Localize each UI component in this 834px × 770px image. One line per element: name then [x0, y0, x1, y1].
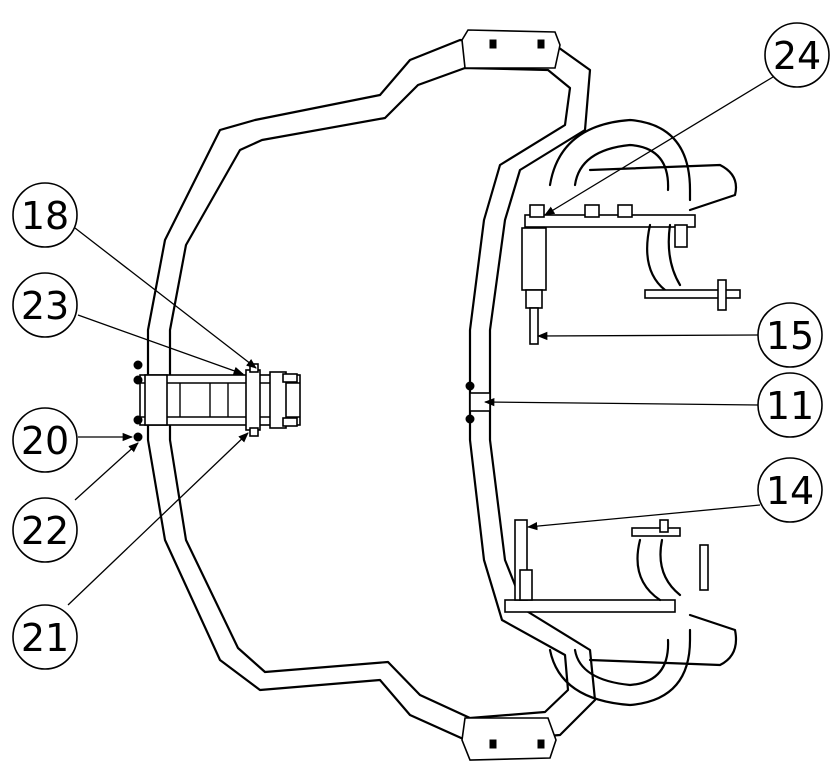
callout-20-label: 20: [21, 419, 69, 463]
actuator-rod: [529, 307, 539, 345]
hinge-bolt-top: [249, 363, 259, 373]
leader-15: [536, 331, 759, 341]
callout-15-circle: [757, 302, 823, 368]
leader-21: [67, 432, 249, 606]
callout-21: 21: [12, 604, 78, 670]
weld-dot-3: [133, 415, 143, 425]
callout-14-label: 14: [766, 469, 814, 513]
upper-foot-pin: [717, 279, 727, 311]
top-clamp-block: [461, 29, 561, 69]
weld-dot-2: [133, 375, 143, 385]
upper-bolt-head-2: [584, 204, 600, 218]
callout-14-circle: [757, 457, 823, 523]
callout-15-label: 15: [766, 314, 814, 358]
weld-dot-1: [133, 360, 143, 370]
callout-14: 14: [757, 457, 823, 523]
top-clamp-slot-left: [489, 39, 497, 49]
bottom-clamp-block: [461, 717, 557, 761]
hinge-bolt-bottom: [249, 427, 259, 437]
bottom-clamp-slot-right: [537, 739, 545, 749]
hinge-nut-top: [282, 373, 298, 383]
callout-21-label: 21: [21, 616, 69, 660]
lower-foot-bar: [631, 527, 681, 537]
left-frame-tube-inner: [168, 66, 572, 720]
callout-20: 20: [12, 407, 78, 473]
top-clamp-slot-right: [537, 39, 545, 49]
callout-21-circle: [12, 604, 78, 670]
callout-18-circle: [12, 182, 78, 248]
lower-foot-pin-top: [659, 519, 669, 533]
callout-24-circle: [764, 22, 830, 88]
callout-23: 23: [12, 272, 78, 338]
center-weld-dot-bottom: [465, 414, 475, 424]
callout-11: 11: [757, 372, 823, 438]
lower-bracket-block: [519, 569, 533, 601]
leader-11: [483, 397, 759, 407]
callout-23-label: 23: [21, 284, 69, 328]
center-weld-dot-top: [465, 381, 475, 391]
upper-bolt-head-1: [529, 204, 545, 218]
upper-bolt-head-3: [617, 204, 633, 218]
callout-20-circle: [12, 407, 78, 473]
hinge-nut-bottom: [282, 417, 298, 427]
actuator-collar: [525, 289, 543, 309]
frame-drawing: [133, 29, 741, 761]
weld-dot-4: [133, 432, 143, 442]
callout-22-label: 22: [21, 509, 69, 553]
lower-side-pin: [699, 544, 709, 591]
actuator-cylinder: [521, 227, 547, 291]
upper-mount-plate: [524, 214, 696, 228]
callout-11-circle: [757, 372, 823, 438]
callout-22-circle: [12, 497, 78, 563]
hinge-pin-plate: [245, 369, 261, 431]
upper-hook-arm: [646, 223, 682, 292]
callout-18: 18: [12, 182, 78, 248]
left-frame-tube-outer: [146, 38, 597, 744]
upper-foot-bar: [644, 289, 741, 299]
bottom-clamp-slot-left: [489, 739, 497, 749]
callout-24: 24: [764, 22, 830, 88]
callout-22: 22: [12, 497, 78, 563]
lower-mount-plate: [504, 599, 676, 613]
leader-14: [526, 504, 761, 531]
upper-side-bracket: [674, 224, 688, 248]
callout-11-label: 11: [766, 384, 814, 428]
leader-24: [544, 76, 774, 216]
right-upper-tube: [548, 118, 738, 212]
callout-23-circle: [12, 272, 78, 338]
hinge-mount-bracket: [144, 374, 168, 426]
leader-lines: [67, 76, 774, 606]
leader-18: [74, 227, 257, 369]
lower-hook-arm: [636, 538, 682, 602]
callout-18-label: 18: [21, 194, 69, 238]
callout-24-label: 24: [773, 34, 821, 78]
leader-23: [77, 314, 244, 375]
hinge-pin-sleeve: [269, 371, 287, 429]
leader-22: [74, 442, 139, 501]
right-lower-tube: [548, 613, 738, 707]
callout-15: 15: [757, 302, 823, 368]
